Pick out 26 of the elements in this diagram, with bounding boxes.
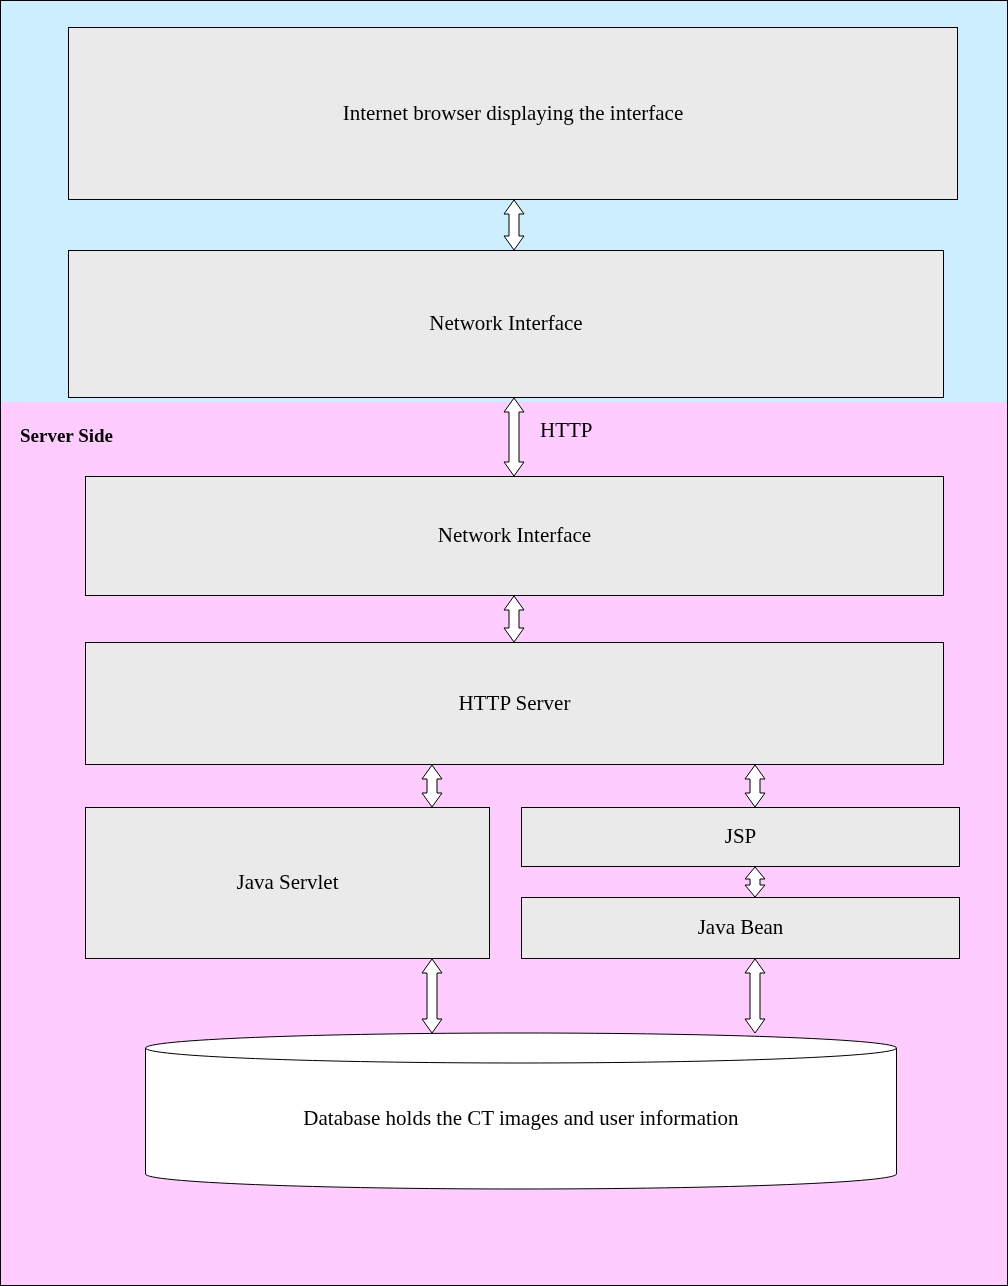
- double-arrow: [421, 764, 443, 808]
- component-box: [68, 27, 958, 200]
- node-label: Database holds the CT images and user information: [303, 1105, 739, 1133]
- component-box: [85, 476, 944, 596]
- component-box: [85, 807, 490, 959]
- component-box: [521, 897, 960, 959]
- double-arrow: [503, 595, 525, 643]
- double-arrow: [744, 958, 766, 1034]
- region-band: [0, 402, 1008, 1286]
- double-arrow: [503, 199, 525, 251]
- node-label: Java Servlet: [236, 869, 339, 897]
- node-label: Network Interface: [437, 522, 592, 550]
- component-box: [68, 250, 944, 398]
- double-arrow: [744, 764, 766, 808]
- node-label: HTTP Server: [458, 689, 571, 717]
- node-label: Internet browser displaying the interface: [342, 99, 684, 127]
- double-arrow: [744, 866, 766, 898]
- region-band: [0, 0, 1008, 402]
- node-label: Java Bean: [697, 914, 784, 942]
- region-label: Server Side: [20, 424, 114, 448]
- double-arrow: [421, 958, 443, 1034]
- node-label: Network Interface: [429, 310, 583, 338]
- double-arrow: [503, 397, 525, 477]
- node-label: JSP: [724, 823, 757, 851]
- component-box: [85, 642, 944, 765]
- component-box: [521, 807, 960, 867]
